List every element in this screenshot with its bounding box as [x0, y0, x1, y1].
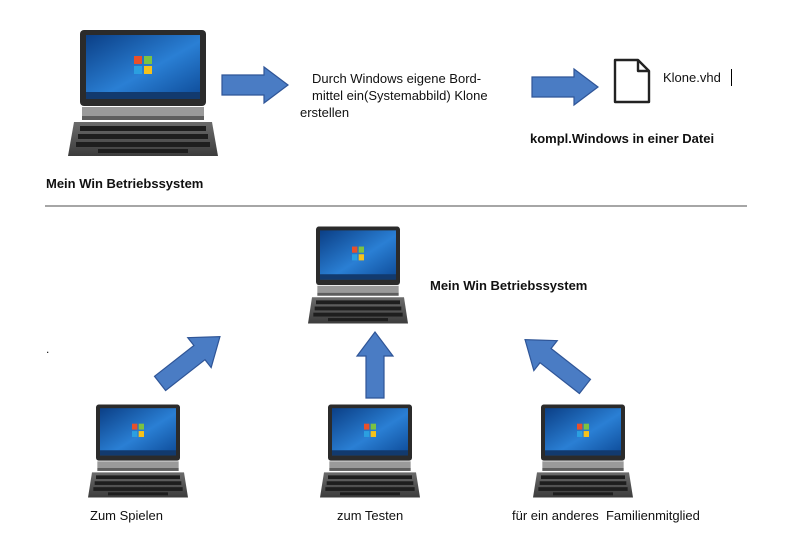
source-laptop-icon [68, 28, 218, 158]
text-cursor [731, 69, 732, 86]
central-laptop-icon [308, 225, 408, 325]
clone-laptop-icon [88, 403, 188, 499]
arrow-right-icon [531, 67, 599, 107]
clone-laptop-icon [320, 403, 420, 499]
arrow-up-right-icon [153, 335, 221, 392]
process-text-line-1: Durch Windows eigene Bord- [312, 71, 482, 86]
clone-laptop-icon [533, 403, 633, 499]
section-divider [45, 205, 747, 207]
arrow-up-left-icon [524, 338, 592, 395]
clone-label: Zum Spielen [90, 508, 163, 523]
file-caption: kompl.Windows in einer Datei [530, 131, 715, 146]
clone-label: für ein anderes Familienmitglied [512, 508, 700, 523]
process-text-line-2: mittel ein(Systemabbild) Klone [312, 88, 488, 103]
center-label: Mein Win Betriebssystem [430, 278, 588, 293]
file-icon [613, 58, 651, 104]
stray-mark: . [46, 342, 50, 356]
process-description: Durch Windows eigene Bord- mittel ein(Sy… [300, 70, 540, 121]
source-label: Mein Win Betriebssystem [46, 176, 204, 191]
arrow-up-icon [355, 331, 395, 399]
arrow-right-icon [221, 65, 289, 105]
file-name: Klone.vhd [663, 70, 721, 85]
clone-label: zum Testen [337, 508, 404, 523]
process-text-line-3: erstellen [300, 105, 350, 120]
